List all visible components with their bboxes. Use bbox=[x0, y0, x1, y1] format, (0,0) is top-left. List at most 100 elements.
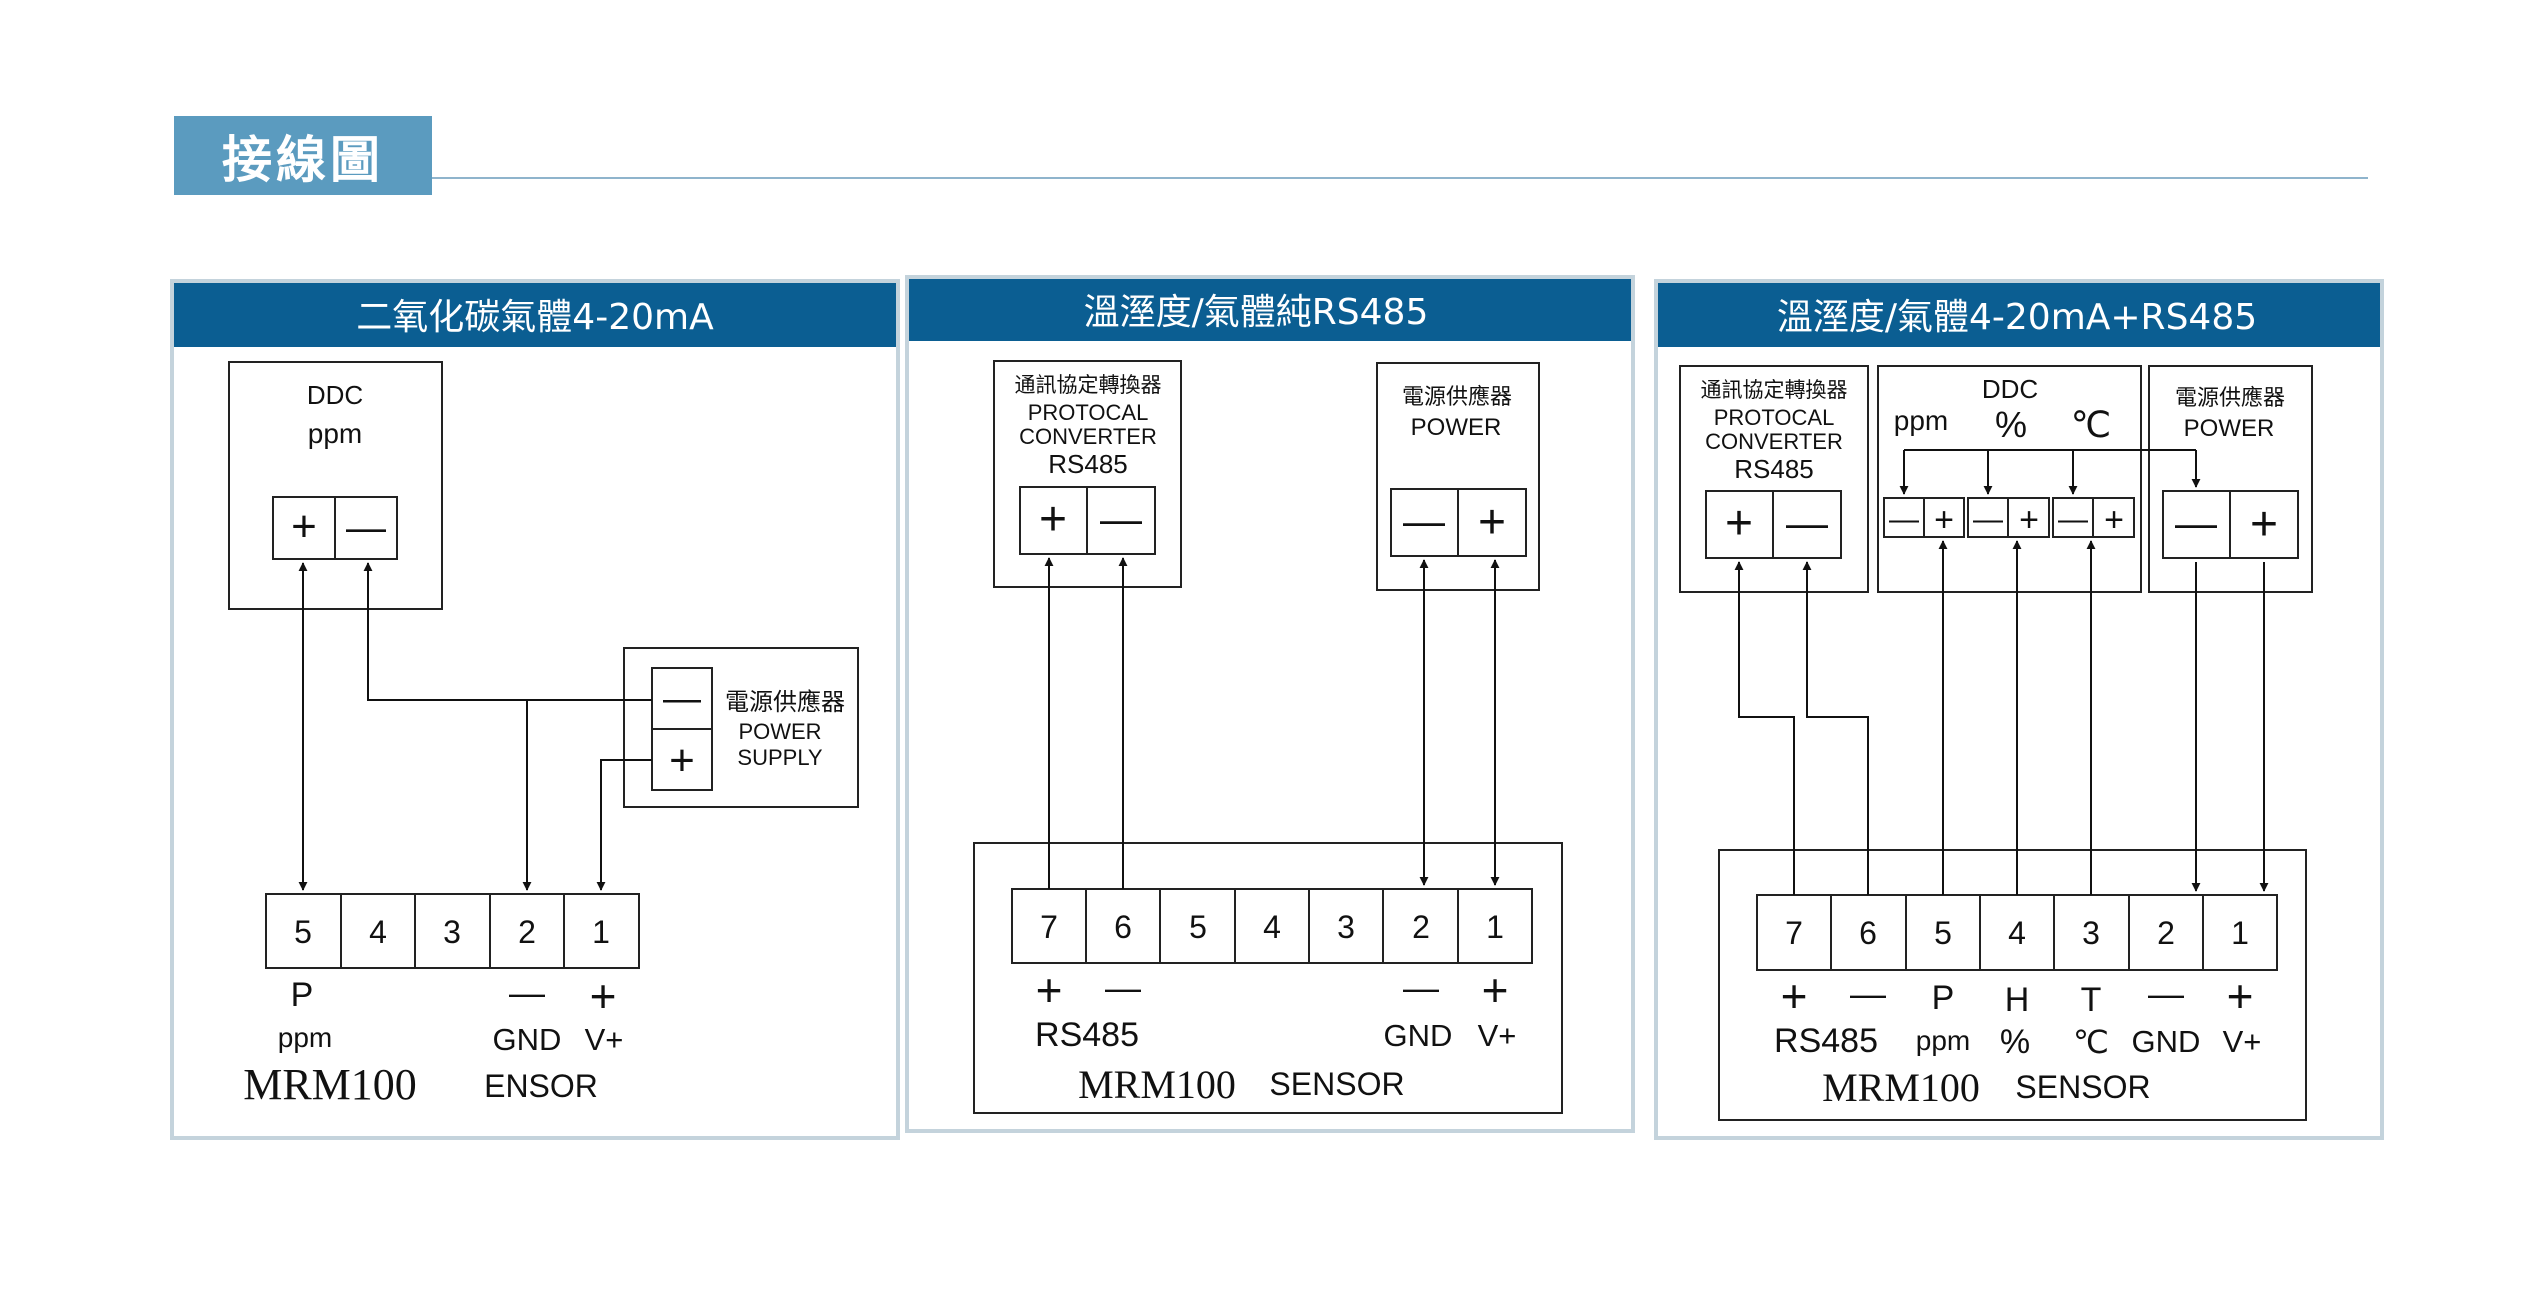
converter-label-rs485: RS485 bbox=[1734, 454, 1814, 484]
terminal-number: 6 bbox=[1114, 909, 1132, 945]
gnd-sign: — bbox=[1403, 967, 1439, 1008]
panel-header: 二氧化碳氣體4-20mA bbox=[356, 297, 714, 338]
ddc-box: DDC ppm + — bbox=[228, 361, 443, 610]
label-h: H bbox=[2005, 981, 2030, 1019]
terminal-number: 5 bbox=[294, 914, 312, 950]
terminal-number: 1 bbox=[2231, 915, 2249, 951]
panel-rh-gas-rs485: 溫溼度/氣體純RS485 通訊協定轉換器 PROTOCAL CONVERTER … bbox=[905, 275, 1635, 1133]
power-minus-terminal: — bbox=[1403, 497, 1445, 544]
terminal-number: 7 bbox=[1040, 909, 1058, 945]
ddc-pct-plus: + bbox=[2019, 501, 2039, 539]
terminal-number: 2 bbox=[1412, 909, 1430, 945]
wires bbox=[1044, 557, 1500, 889]
ddc-unit-pct: % bbox=[1995, 404, 2027, 445]
rs485-minus-sign: — bbox=[1105, 967, 1141, 1008]
sensor-terminal-strip: 7 6 5 4 3 2 1 bbox=[1756, 894, 2278, 971]
panel-header: 溫溼度/氣體4-20mA+RS485 bbox=[1777, 297, 2257, 338]
power-supply-box: — + 電源供應器 POWER SUPPLY bbox=[623, 647, 859, 808]
ddc-label: DDC bbox=[307, 380, 363, 410]
sensor-label: SENSOR bbox=[1269, 1066, 1404, 1102]
terminal-number: 4 bbox=[369, 914, 387, 950]
terminal-number: 2 bbox=[518, 914, 536, 950]
panel-frame bbox=[1654, 279, 2384, 1140]
vplus-sign: + bbox=[590, 970, 617, 1022]
converter-label-cn: 通訊協定轉換器 bbox=[1015, 373, 1162, 397]
label-vplus: V+ bbox=[1478, 1018, 1517, 1053]
converter-label-en: PROTOCAL bbox=[1028, 400, 1149, 425]
sensor-box bbox=[1718, 849, 2307, 1121]
ddc-degc-plus: + bbox=[2104, 501, 2124, 539]
terminal-number: 1 bbox=[1486, 909, 1504, 945]
sensor-terminal-strip: 7 6 5 4 3 2 1 bbox=[1011, 888, 1533, 964]
converter-plus-terminal: + bbox=[1039, 493, 1067, 546]
power-plus-terminal: + bbox=[1478, 496, 1506, 549]
power-label-en: POWER bbox=[2184, 415, 2275, 442]
model-name: MRM100 bbox=[1822, 1065, 1980, 1110]
power-supply-box: 電源供應器 POWER — + bbox=[1376, 362, 1540, 591]
panel-co2-4-20ma: 二氧化碳氣體4-20mA DDC ppm + — — + 電源供應器 POWER… bbox=[170, 279, 900, 1140]
label-rs485: RS485 bbox=[1035, 1016, 1139, 1054]
terminal-number: 2 bbox=[2157, 915, 2175, 951]
label-p: P bbox=[1932, 979, 1955, 1017]
rs485-plus-sign: + bbox=[1781, 970, 1808, 1022]
label-degc: ℃ bbox=[2073, 1023, 2109, 1061]
label-p: P bbox=[291, 976, 314, 1014]
ddc-box: DDC ppm % ℃ — + — + — + bbox=[1877, 365, 2142, 593]
panel-frame bbox=[905, 275, 1635, 1133]
panel-header-bar bbox=[909, 279, 1631, 341]
gnd-sign: — bbox=[2148, 973, 2184, 1014]
protocol-converter-box: 通訊協定轉換器 PROTOCAL CONVERTER RS485 + — bbox=[1679, 365, 1869, 593]
gnd-sign: — bbox=[509, 972, 545, 1013]
rs485-plus-sign: + bbox=[1036, 964, 1063, 1016]
title-divider bbox=[432, 177, 2368, 179]
converter-minus-terminal: — bbox=[1100, 495, 1142, 542]
model-name: MRM100 bbox=[243, 1060, 417, 1109]
page-title: 接線圖 bbox=[174, 116, 432, 195]
terminal-number: 3 bbox=[2082, 915, 2100, 951]
label-gnd: GND bbox=[1384, 1018, 1453, 1053]
ddc-pct-minus: — bbox=[1973, 503, 2003, 536]
label-t: T bbox=[2081, 981, 2102, 1019]
panel-header-bar bbox=[1658, 283, 2380, 347]
ddc-plus-terminal: + bbox=[291, 502, 317, 551]
terminal-number: 4 bbox=[2008, 915, 2026, 951]
protocol-converter-box: 通訊協定轉換器 PROTOCAL CONVERTER RS485 + — bbox=[993, 360, 1182, 588]
panel-header: 溫溼度/氣體純RS485 bbox=[1084, 292, 1429, 333]
panel-frame bbox=[170, 279, 900, 1140]
ddc-unit-ppm: ppm bbox=[1894, 405, 1948, 436]
ddc-minus-terminal: — bbox=[346, 506, 386, 550]
terminal-number: 7 bbox=[1785, 915, 1803, 951]
power-label-en: POWER bbox=[1411, 414, 1502, 441]
model-name: MRM100 bbox=[1078, 1062, 1236, 1107]
vplus-sign: + bbox=[2227, 970, 2254, 1022]
ddc-label: DDC bbox=[1982, 374, 2038, 404]
converter-label-en2: CONVERTER bbox=[1705, 429, 1843, 454]
converter-plus-terminal: + bbox=[1725, 497, 1753, 550]
power-minus-terminal: — bbox=[2175, 499, 2217, 546]
label-vplus: V+ bbox=[585, 1022, 624, 1057]
sensor-terminal-strip: 5 4 3 2 1 bbox=[265, 893, 640, 969]
label-gnd: GND bbox=[2132, 1024, 2201, 1059]
power-supply-box: 電源供應器 POWER — + bbox=[2148, 365, 2313, 593]
terminal-number: 3 bbox=[1337, 909, 1355, 945]
terminal-number: 1 bbox=[592, 914, 610, 950]
terminal-number: 5 bbox=[1189, 909, 1207, 945]
power-minus-terminal: — bbox=[663, 678, 701, 720]
label-pct: % bbox=[2000, 1023, 2030, 1061]
converter-label-rs485: RS485 bbox=[1048, 449, 1128, 479]
power-label-cn: 電源供應器 bbox=[2175, 385, 2285, 411]
wires bbox=[298, 562, 652, 891]
power-label-en: POWER bbox=[738, 719, 821, 744]
label-gnd: GND bbox=[493, 1022, 562, 1057]
power-plus-terminal: + bbox=[669, 736, 695, 785]
sensor-label: ENSOR bbox=[484, 1068, 598, 1104]
ddc-ppm-plus: + bbox=[1934, 501, 1954, 539]
ddc-unit: ppm bbox=[308, 418, 362, 449]
power-plus-terminal: + bbox=[2250, 498, 2278, 551]
wires bbox=[1734, 449, 2269, 895]
converter-minus-terminal: — bbox=[1786, 499, 1828, 546]
label-ppm: ppm bbox=[1916, 1025, 1970, 1056]
converter-label-en: PROTOCAL bbox=[1714, 405, 1835, 430]
label-vplus: V+ bbox=[2223, 1024, 2262, 1059]
